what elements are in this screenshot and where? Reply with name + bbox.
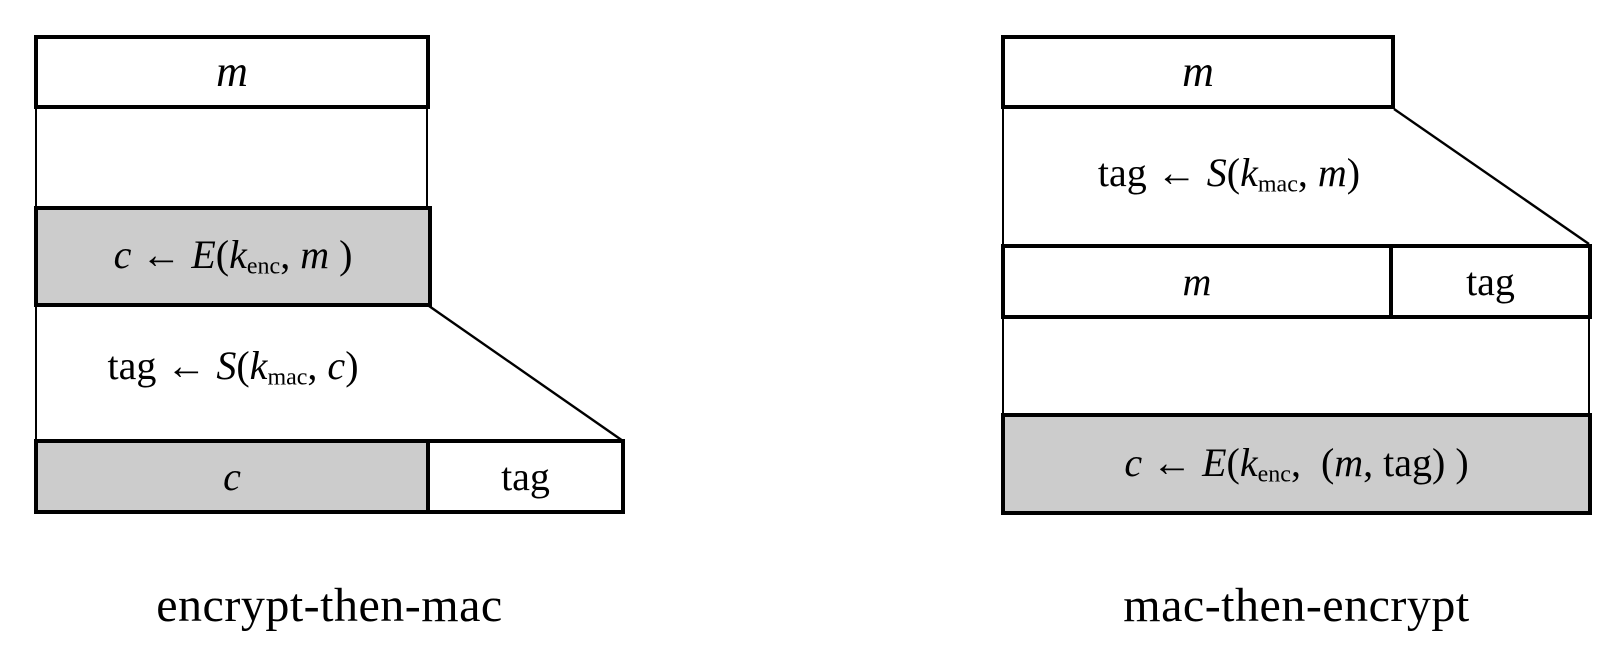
mte-message-box: m <box>1001 35 1395 109</box>
etm-mac-formula: tag ← S(kmac, c) <box>107 343 359 391</box>
mte-mac-formula: tag ← S(kmac, m) <box>1097 150 1361 198</box>
mte-message-label: m <box>1182 46 1214 96</box>
mte-concat-tag-cell: tag <box>1393 248 1588 315</box>
etm-output-tag-label: tag <box>501 453 550 499</box>
etm-output-row: c tag <box>34 439 625 514</box>
etm-encrypt-formula: c ← E(kenc, m ) <box>113 232 353 280</box>
etm-output-cipher-cell: c <box>38 443 430 510</box>
etm-message-box: m <box>34 35 430 109</box>
mte-caption: mac-then-encrypt <box>1123 579 1470 632</box>
etm-caption: encrypt-then-mac <box>156 579 503 632</box>
etm-encrypt-box: c ← E(kenc, m ) <box>34 206 432 307</box>
etm-message-label: m <box>216 46 248 96</box>
mte-concat-row: m tag <box>1001 244 1592 319</box>
mte-concat-message-cell: m <box>1005 248 1393 315</box>
mte-encrypt-formula: c ← E(kenc, (m, tag) ) <box>1124 439 1469 487</box>
mte-concat-tag-label: tag <box>1466 258 1515 304</box>
mte-concat-message-label: m <box>1182 258 1212 304</box>
mte-encrypt-box: c ← E(kenc, (m, tag) ) <box>1001 413 1592 515</box>
etm-output-tag-cell: tag <box>430 443 621 510</box>
etm-diagonal-line <box>428 305 624 442</box>
etm-mac-step-text: tag ← S(kmac, c) <box>34 343 432 392</box>
mte-mac-step-text: tag ← S(kmac, m) <box>1001 150 1457 199</box>
etm-output-cipher-label: c <box>223 453 241 499</box>
